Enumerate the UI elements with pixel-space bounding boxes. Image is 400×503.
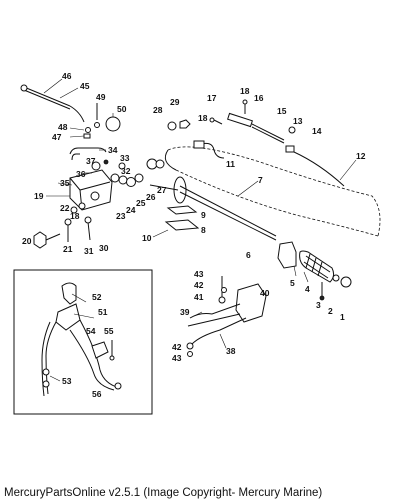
callout-40: 40: [260, 288, 270, 298]
callout-31: 31: [84, 246, 94, 256]
callout-6: 6: [246, 250, 251, 260]
callout-49: 49: [96, 92, 106, 102]
pins-upper-right: [209, 99, 345, 187]
callout-33: 33: [120, 153, 130, 163]
small-fasteners-upper: [69, 103, 121, 139]
callout-46: 46: [62, 71, 72, 81]
callout-9: 9: [201, 210, 206, 220]
callout-5: 5: [290, 278, 295, 288]
callout-22: 22: [60, 203, 70, 213]
callout-23: 23: [116, 211, 126, 221]
callout-30: 30: [99, 243, 109, 253]
callout-27: 27: [157, 185, 167, 195]
mounting-pads: [152, 205, 200, 238]
callout-37: 37: [86, 156, 96, 166]
callout-36: 36: [76, 169, 86, 179]
callout-29: 29: [170, 97, 180, 107]
callout-4: 4: [305, 284, 310, 294]
callout-25: 25: [136, 198, 146, 208]
main-shaft: [149, 176, 277, 241]
throttle-cable: [193, 140, 225, 159]
callout-28: 28: [153, 105, 163, 115]
callout-56: 56: [92, 389, 102, 399]
callout-39: 39: [180, 307, 190, 317]
handle-grip: [277, 241, 335, 283]
callout-42a: 42: [194, 280, 204, 290]
callout-10: 10: [142, 233, 152, 243]
callout-13: 13: [293, 116, 303, 126]
callout-34: 34: [108, 145, 118, 155]
callout-38: 38: [226, 346, 236, 356]
control-housing: [46, 159, 113, 211]
detail-inset: [13, 269, 153, 415]
callout-20: 20: [22, 236, 32, 246]
callout-32: 32: [121, 166, 131, 176]
callout-19: 19: [34, 191, 44, 201]
callout-24: 24: [126, 205, 136, 215]
callout-12: 12: [356, 151, 366, 161]
callout-43a: 43: [194, 269, 204, 279]
callout-35: 35: [60, 178, 70, 188]
callout-45: 45: [80, 81, 90, 91]
cable-loop: [69, 147, 107, 161]
callout-15: 15: [277, 106, 287, 116]
exploded-parts-diagram: 46 45 49 50 48 47 34 37 33 32 36 35 19 2…: [13, 71, 381, 415]
callout-21: 21: [63, 244, 73, 254]
callout-18b: 18: [240, 86, 250, 96]
callout-53: 53: [62, 376, 72, 386]
callout-51: 51: [98, 307, 108, 317]
callout-1: 1: [340, 312, 345, 322]
washer-stack: [70, 158, 165, 214]
callout-18c: 18: [198, 113, 208, 123]
copyright-caption: MercuryPartsOnline v2.5.1 (Image Copyrig…: [4, 487, 323, 499]
callout-14: 14: [312, 126, 322, 136]
callout-2: 2: [328, 306, 333, 316]
handle-knob: [319, 274, 352, 301]
callout-54: 54: [86, 326, 96, 336]
bolt-left: [33, 216, 92, 249]
callout-11: 11: [226, 159, 235, 169]
callout-43b: 43: [172, 353, 182, 363]
callout-41: 41: [194, 292, 204, 302]
callout-17: 17: [207, 93, 217, 103]
callout-42b: 42: [172, 342, 182, 352]
callout-48: 48: [58, 122, 68, 132]
callout-8: 8: [201, 225, 206, 235]
callout-18a: 18: [70, 211, 80, 221]
callout-3: 3: [316, 300, 321, 310]
throttle-arm-assembly: [186, 276, 267, 357]
linkage-rod: [20, 78, 85, 123]
callout-16: 16: [254, 93, 264, 103]
callout-7: 7: [258, 175, 263, 185]
callout-47: 47: [52, 132, 62, 142]
callout-50: 50: [117, 104, 127, 114]
callout-52: 52: [92, 292, 102, 302]
gunwale-outline: [164, 146, 381, 237]
callout-55: 55: [104, 326, 114, 336]
washer-28: [167, 119, 191, 131]
callout-26: 26: [146, 192, 156, 202]
